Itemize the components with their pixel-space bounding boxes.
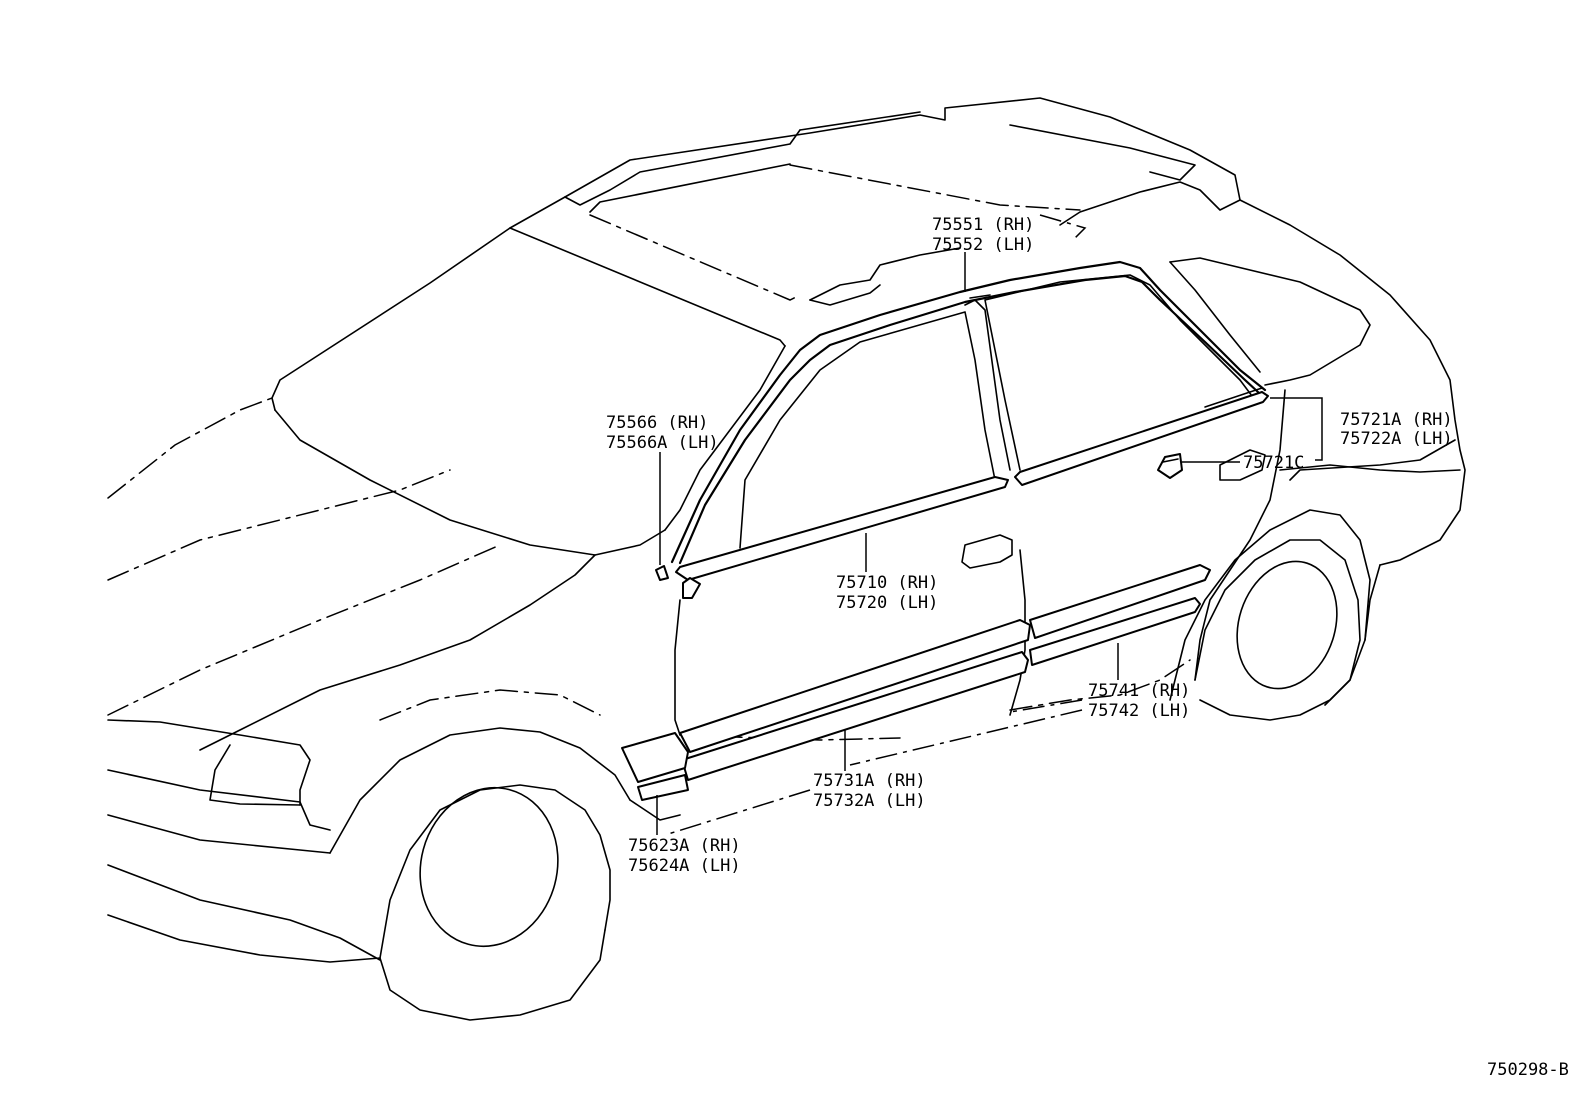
label-75720: 75720 (LH) (836, 593, 938, 613)
label-75623a: 75623A (RH) (628, 836, 741, 856)
label-75721a: 75721A (RH) (1340, 410, 1453, 430)
leader-lines (656, 214, 1323, 836)
moldings (621, 260, 1269, 801)
label-75741: 75741 (RH) (1088, 681, 1190, 701)
label-75722a: 75722A (LH) (1340, 429, 1453, 449)
label-75731a: 75731A (RH) (813, 771, 926, 791)
label-75710: 75710 (RH) (836, 573, 938, 593)
diagram-number: 750298-B (1487, 1060, 1569, 1080)
label-75721c: 75721C (1243, 453, 1304, 473)
label-75566: 75566 (RH) (606, 413, 708, 433)
label-75551: 75551 (RH) (932, 215, 1034, 235)
label-75732a: 75732A (LH) (813, 791, 926, 811)
label-75742: 75742 (LH) (1088, 701, 1190, 721)
label-75566a: 75566A (LH) (606, 433, 719, 453)
car-body-outline (107, 97, 1466, 1021)
label-75552: 75552 (LH) (932, 235, 1034, 255)
label-75624a: 75624A (LH) (628, 856, 741, 876)
part-labels: 75551 (RH) 75552 (LH) 75566 (RH) 75566A … (606, 215, 1569, 1080)
